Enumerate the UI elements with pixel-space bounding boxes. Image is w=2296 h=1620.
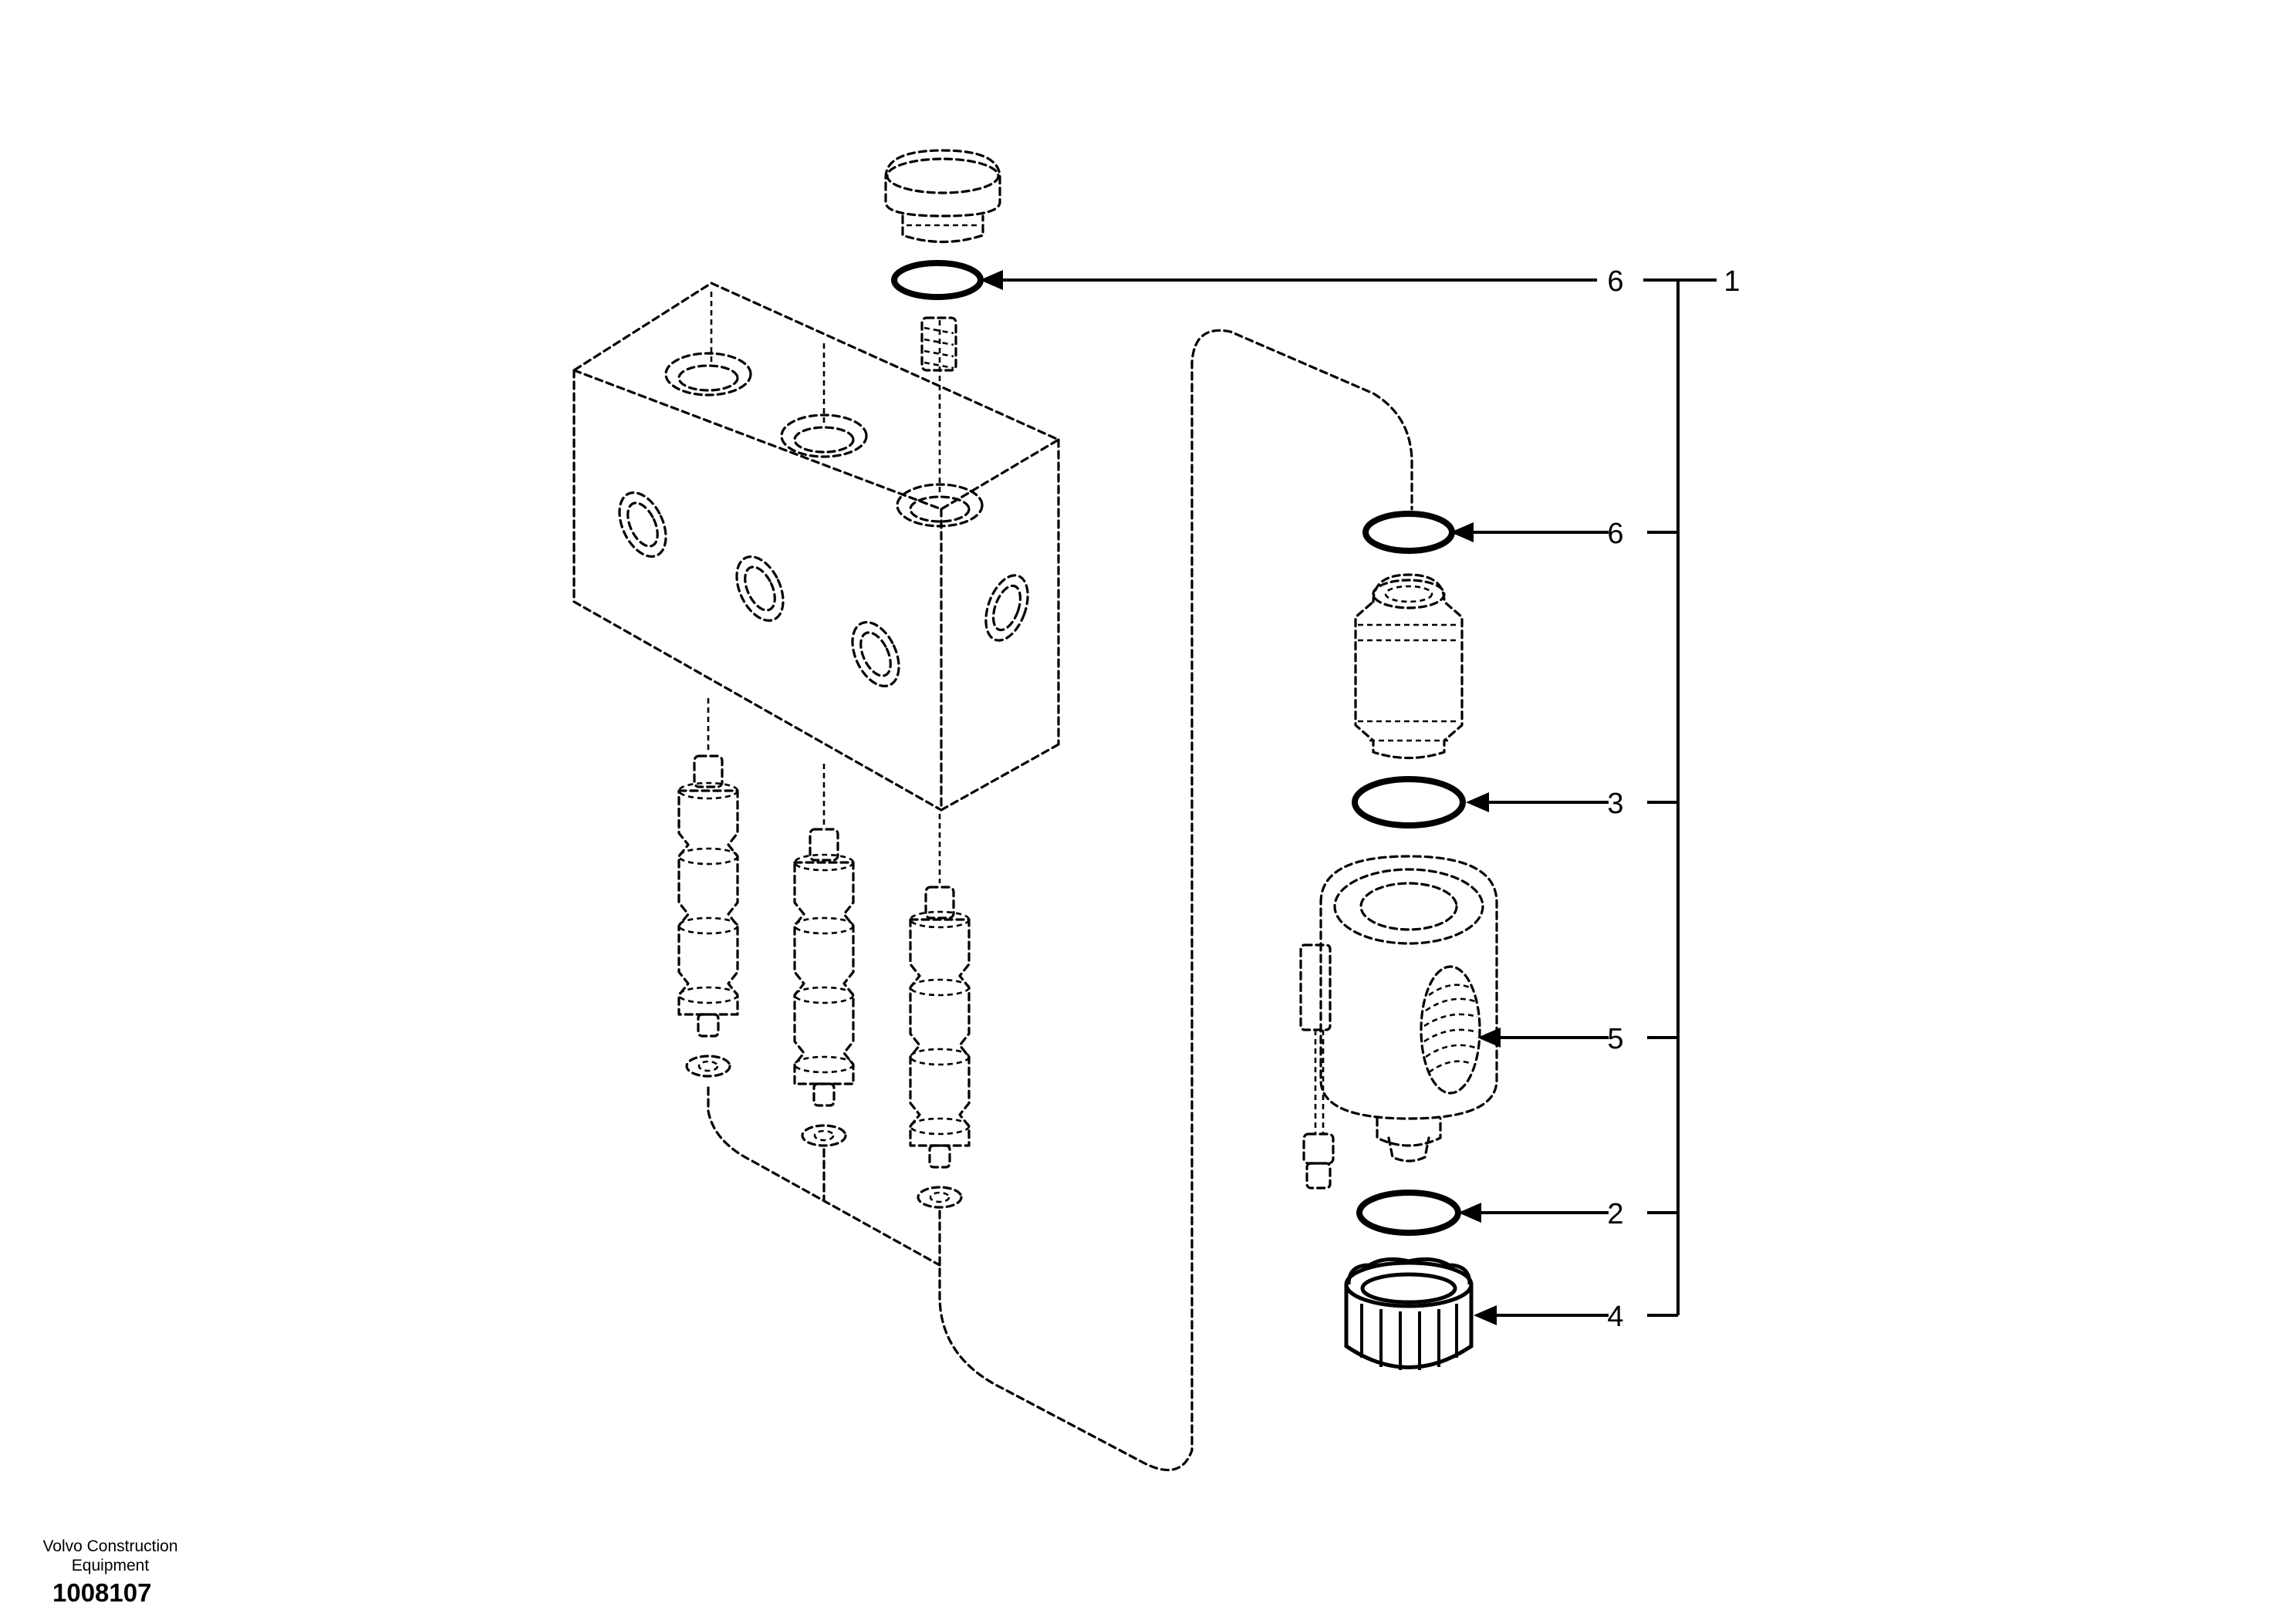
spool-right bbox=[909, 814, 971, 1209]
callout-1: 1 bbox=[1724, 265, 1740, 298]
top-o-ring bbox=[891, 260, 984, 300]
publisher-credit: Volvo Construction Equipment bbox=[29, 1537, 191, 1575]
assembly-path-loop bbox=[938, 329, 1413, 1472]
valve-block bbox=[572, 282, 1060, 812]
lock-nut bbox=[1344, 1257, 1474, 1370]
o-ring-2 bbox=[1356, 1190, 1461, 1236]
top-plug bbox=[884, 149, 1001, 244]
leader-lines bbox=[980, 270, 1609, 1325]
document-number: 1008107 bbox=[52, 1578, 152, 1607]
o-ring-3 bbox=[1352, 776, 1466, 829]
valve-sleeve bbox=[1354, 573, 1464, 760]
callout-6-top: 6 bbox=[1607, 265, 1623, 298]
top-spring bbox=[920, 316, 957, 372]
credit-line-2: Equipment bbox=[71, 1557, 150, 1574]
o-ring-6 bbox=[1362, 511, 1455, 554]
credit-line-1: Volvo Construction bbox=[42, 1537, 178, 1555]
assembly-path-lower bbox=[707, 1086, 941, 1267]
callout-2: 2 bbox=[1607, 1198, 1623, 1230]
callout-4: 4 bbox=[1607, 1301, 1623, 1333]
callout-3: 3 bbox=[1607, 788, 1623, 820]
callout-5: 5 bbox=[1607, 1023, 1623, 1055]
solenoid-coil bbox=[1299, 855, 1498, 1190]
spool-middle bbox=[793, 764, 855, 1147]
kit-bracket bbox=[1643, 278, 1717, 1317]
spool-left bbox=[677, 698, 739, 1078]
callout-6-mid: 6 bbox=[1607, 518, 1623, 550]
